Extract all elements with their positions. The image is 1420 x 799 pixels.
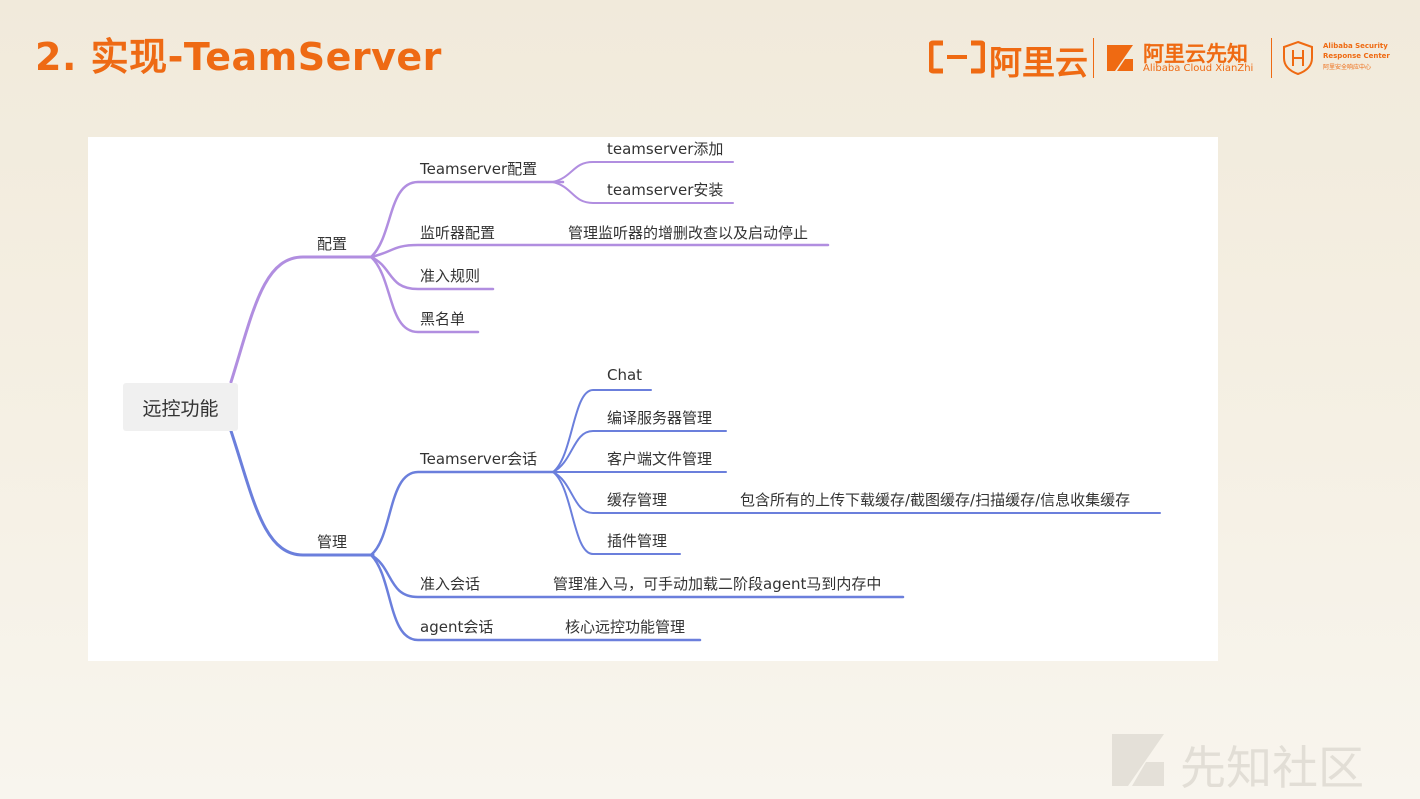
slide-title: 2. 实现-TeamServer [35,35,442,79]
asrc-line2: Response Center [1323,52,1390,60]
watermark: 先知社区 [1110,730,1400,795]
edge-tss-chat [552,389,652,473]
edge-manage-teamserver [369,470,555,557]
node-teamserver-install: teamserver安装 [607,181,724,199]
edge-root-config [229,255,375,384]
edge-ts-install [552,181,734,204]
logo-divider-2 [1271,38,1272,78]
node-cache-desc: 包含所有的上传下载缓存/截图缓存/扫描缓存/信息收集缓存 [740,491,1131,509]
edge-config-teamserver [369,180,565,259]
node-compile-server: 编译服务器管理 [607,409,713,427]
xianzhi-subtext: Alibaba Cloud XianZhi [1143,63,1254,74]
edge-manage-agent [369,553,702,642]
mindmap-connectors [229,161,1161,642]
edge-config-listener [369,243,830,259]
xianzhi-watermark-icon [1112,734,1164,786]
edge-ts-add [552,161,734,183]
node-agent-session: agent会话 [420,618,494,636]
aliyun-logo-icon [929,40,985,74]
aliyun-text: 阿里云 [989,43,1088,82]
edge-tss-plugin [552,471,681,555]
node-manage: 管理 [317,533,348,551]
asrc-line1: Alibaba Security [1323,42,1388,50]
node-listener-desc: 管理监听器的增删改查以及启动停止 [568,224,809,242]
node-chat: Chat [607,366,643,384]
edge-manage-admission [369,553,905,599]
node-teamserver-add: teamserver添加 [607,140,724,158]
node-teamserver-config: Teamserver配置 [420,160,538,178]
node-plugin: 插件管理 [607,532,668,550]
node-listener-config: 监听器配置 [420,224,496,242]
node-admission-rules: 准入规则 [420,267,481,285]
node-config: 配置 [317,235,348,253]
edge-config-blacklist [369,255,480,334]
xianzhi-text: 阿里云先知 [1143,42,1248,66]
node-agent-desc: 核心远控功能管理 [565,618,686,636]
asrc-line3: 阿里安全响应中心 [1323,64,1372,71]
mindmap-canvas: 远控功能 配置 Teamserver配置 teamserver添加 teamse… [88,137,1218,661]
logo-divider [1093,38,1094,78]
node-admission-session: 准入会话 [420,575,481,593]
watermark-text: 先知社区 [1180,741,1364,795]
edge-tss-cache [552,471,1161,514]
shield-icon [1283,40,1313,76]
xianzhi-logo-icon [1107,45,1133,71]
edge-tss-compile [552,430,727,473]
edge-config-rules [369,255,495,291]
node-client-file: 客户端文件管理 [607,450,713,468]
header-logos: 阿里云 阿里云先知 Alibaba Cloud XianZhi Alibaba … [925,32,1395,82]
mindmap-root-node: 远控功能 [123,383,238,431]
node-admission-desc: 管理准入马，可手动加载二阶段agent马到内存中 [553,575,882,593]
node-teamserver-session: Teamserver会话 [420,450,538,468]
edge-root-manage [229,429,375,557]
node-cache: 缓存管理 [607,491,668,509]
node-blacklist: 黑名单 [420,310,466,328]
